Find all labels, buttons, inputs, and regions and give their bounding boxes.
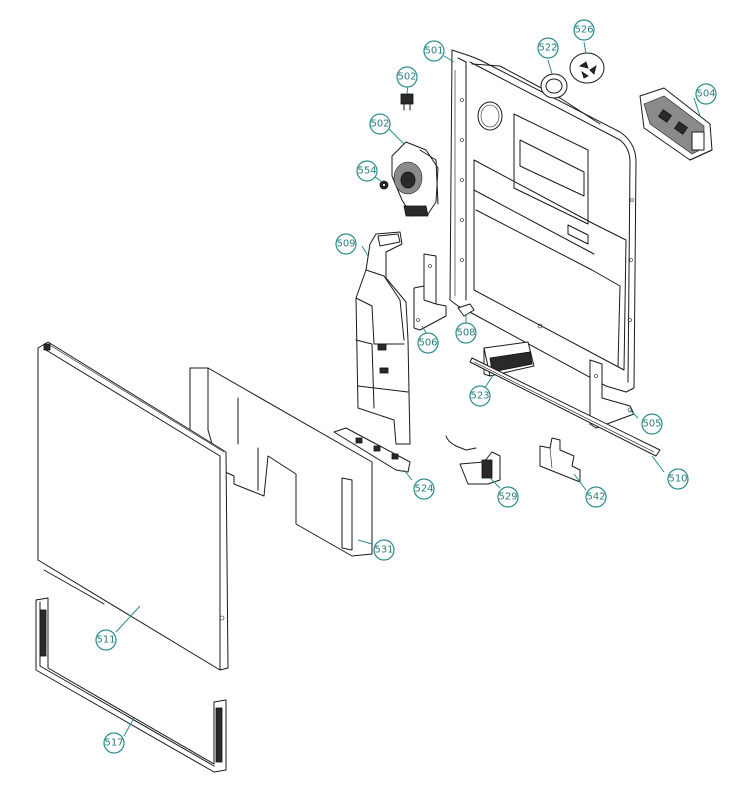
callout-label: 554 bbox=[357, 166, 376, 177]
callout-506: 506 bbox=[417, 332, 439, 354]
callout-bubble bbox=[373, 539, 395, 561]
callout-bubble bbox=[641, 413, 663, 435]
callout-505: 505 bbox=[641, 413, 663, 435]
callout-508: 508 bbox=[455, 322, 477, 344]
part-529-bracket bbox=[445, 435, 501, 485]
callout-bubble bbox=[356, 160, 378, 182]
callout-510: 510 bbox=[667, 468, 689, 490]
callout-bubble bbox=[369, 113, 391, 135]
callout-bubble bbox=[417, 332, 439, 354]
part-511-outer-door-panel bbox=[37, 341, 229, 671]
callout-bubble bbox=[497, 486, 519, 508]
callout-label: 505 bbox=[642, 419, 661, 430]
part-523-module bbox=[483, 341, 535, 377]
callout-label: 502 bbox=[397, 72, 416, 83]
callout-bubble bbox=[573, 19, 595, 41]
callout-526: 526 bbox=[573, 19, 595, 41]
callout-bubble bbox=[585, 486, 607, 508]
callout-554: 554 bbox=[356, 160, 378, 182]
callout-502: 502 bbox=[396, 66, 418, 88]
part-501-inner-door-liner bbox=[449, 49, 637, 393]
callout-label: 501 bbox=[424, 46, 443, 57]
callout-bubble bbox=[95, 629, 117, 651]
callout-leaders bbox=[115, 41, 701, 737]
callout-522: 522 bbox=[537, 37, 559, 59]
callout-529: 529 bbox=[497, 486, 519, 508]
callout-511: 511 bbox=[95, 629, 117, 651]
callout-label: 526 bbox=[574, 25, 593, 36]
callout-label: 522 bbox=[538, 43, 557, 54]
callout-bubble bbox=[413, 478, 435, 500]
callout-bubble bbox=[695, 83, 717, 105]
callout-523: 523 bbox=[469, 385, 491, 407]
part-502-fan-assembly bbox=[391, 141, 439, 217]
callout-bubble bbox=[103, 732, 125, 754]
callout-542: 542 bbox=[585, 486, 607, 508]
callout-bubble bbox=[396, 66, 418, 88]
part-502-connector bbox=[400, 93, 414, 111]
callout-label: 529 bbox=[498, 492, 517, 503]
callout-label: 517 bbox=[104, 738, 123, 749]
part-506-bracket bbox=[413, 253, 447, 331]
callout-label: 504 bbox=[696, 89, 715, 100]
callout-bubble bbox=[423, 40, 445, 62]
part-554-nut bbox=[379, 180, 389, 190]
callout-label: 523 bbox=[470, 391, 489, 402]
part-524-hinge-strip bbox=[333, 427, 411, 473]
callout-label: 542 bbox=[586, 492, 605, 503]
callout-bubbles: 501 502 502 504 505 506 508 509 510 511 517 522 523 5… bbox=[95, 19, 717, 754]
callout-504: 504 bbox=[695, 83, 717, 105]
callout-label: 506 bbox=[418, 338, 437, 349]
callout-524: 524 bbox=[413, 478, 435, 500]
callout-label: 511 bbox=[96, 635, 115, 646]
callout-509: 509 bbox=[335, 233, 357, 255]
callout-label: 531 bbox=[374, 545, 393, 556]
callout-bubble bbox=[537, 37, 559, 59]
callout-501: 501 bbox=[423, 40, 445, 62]
callout-bubble bbox=[455, 322, 477, 344]
part-504-dispenser bbox=[639, 87, 713, 161]
callout-label: 508 bbox=[456, 328, 475, 339]
part-509-air-duct bbox=[355, 231, 411, 445]
callout-bubble bbox=[335, 233, 357, 255]
callout-label: 524 bbox=[414, 484, 433, 495]
callout-502: 502 bbox=[369, 113, 391, 135]
part-517-bottom-trim bbox=[35, 597, 227, 773]
part-508-clip bbox=[457, 303, 475, 317]
callout-bubble bbox=[469, 385, 491, 407]
callout-bubble bbox=[667, 468, 689, 490]
callout-label: 509 bbox=[336, 239, 355, 250]
callout-517: 517 bbox=[103, 732, 125, 754]
callout-label: 502 bbox=[370, 119, 389, 130]
callout-531: 531 bbox=[373, 539, 395, 561]
part-505-bracket bbox=[589, 359, 635, 429]
part-526-cap bbox=[569, 52, 605, 84]
part-522-ring bbox=[540, 73, 568, 99]
callout-label: 510 bbox=[668, 474, 687, 485]
part-542-pad bbox=[539, 437, 581, 483]
part-510-rail bbox=[469, 357, 661, 457]
